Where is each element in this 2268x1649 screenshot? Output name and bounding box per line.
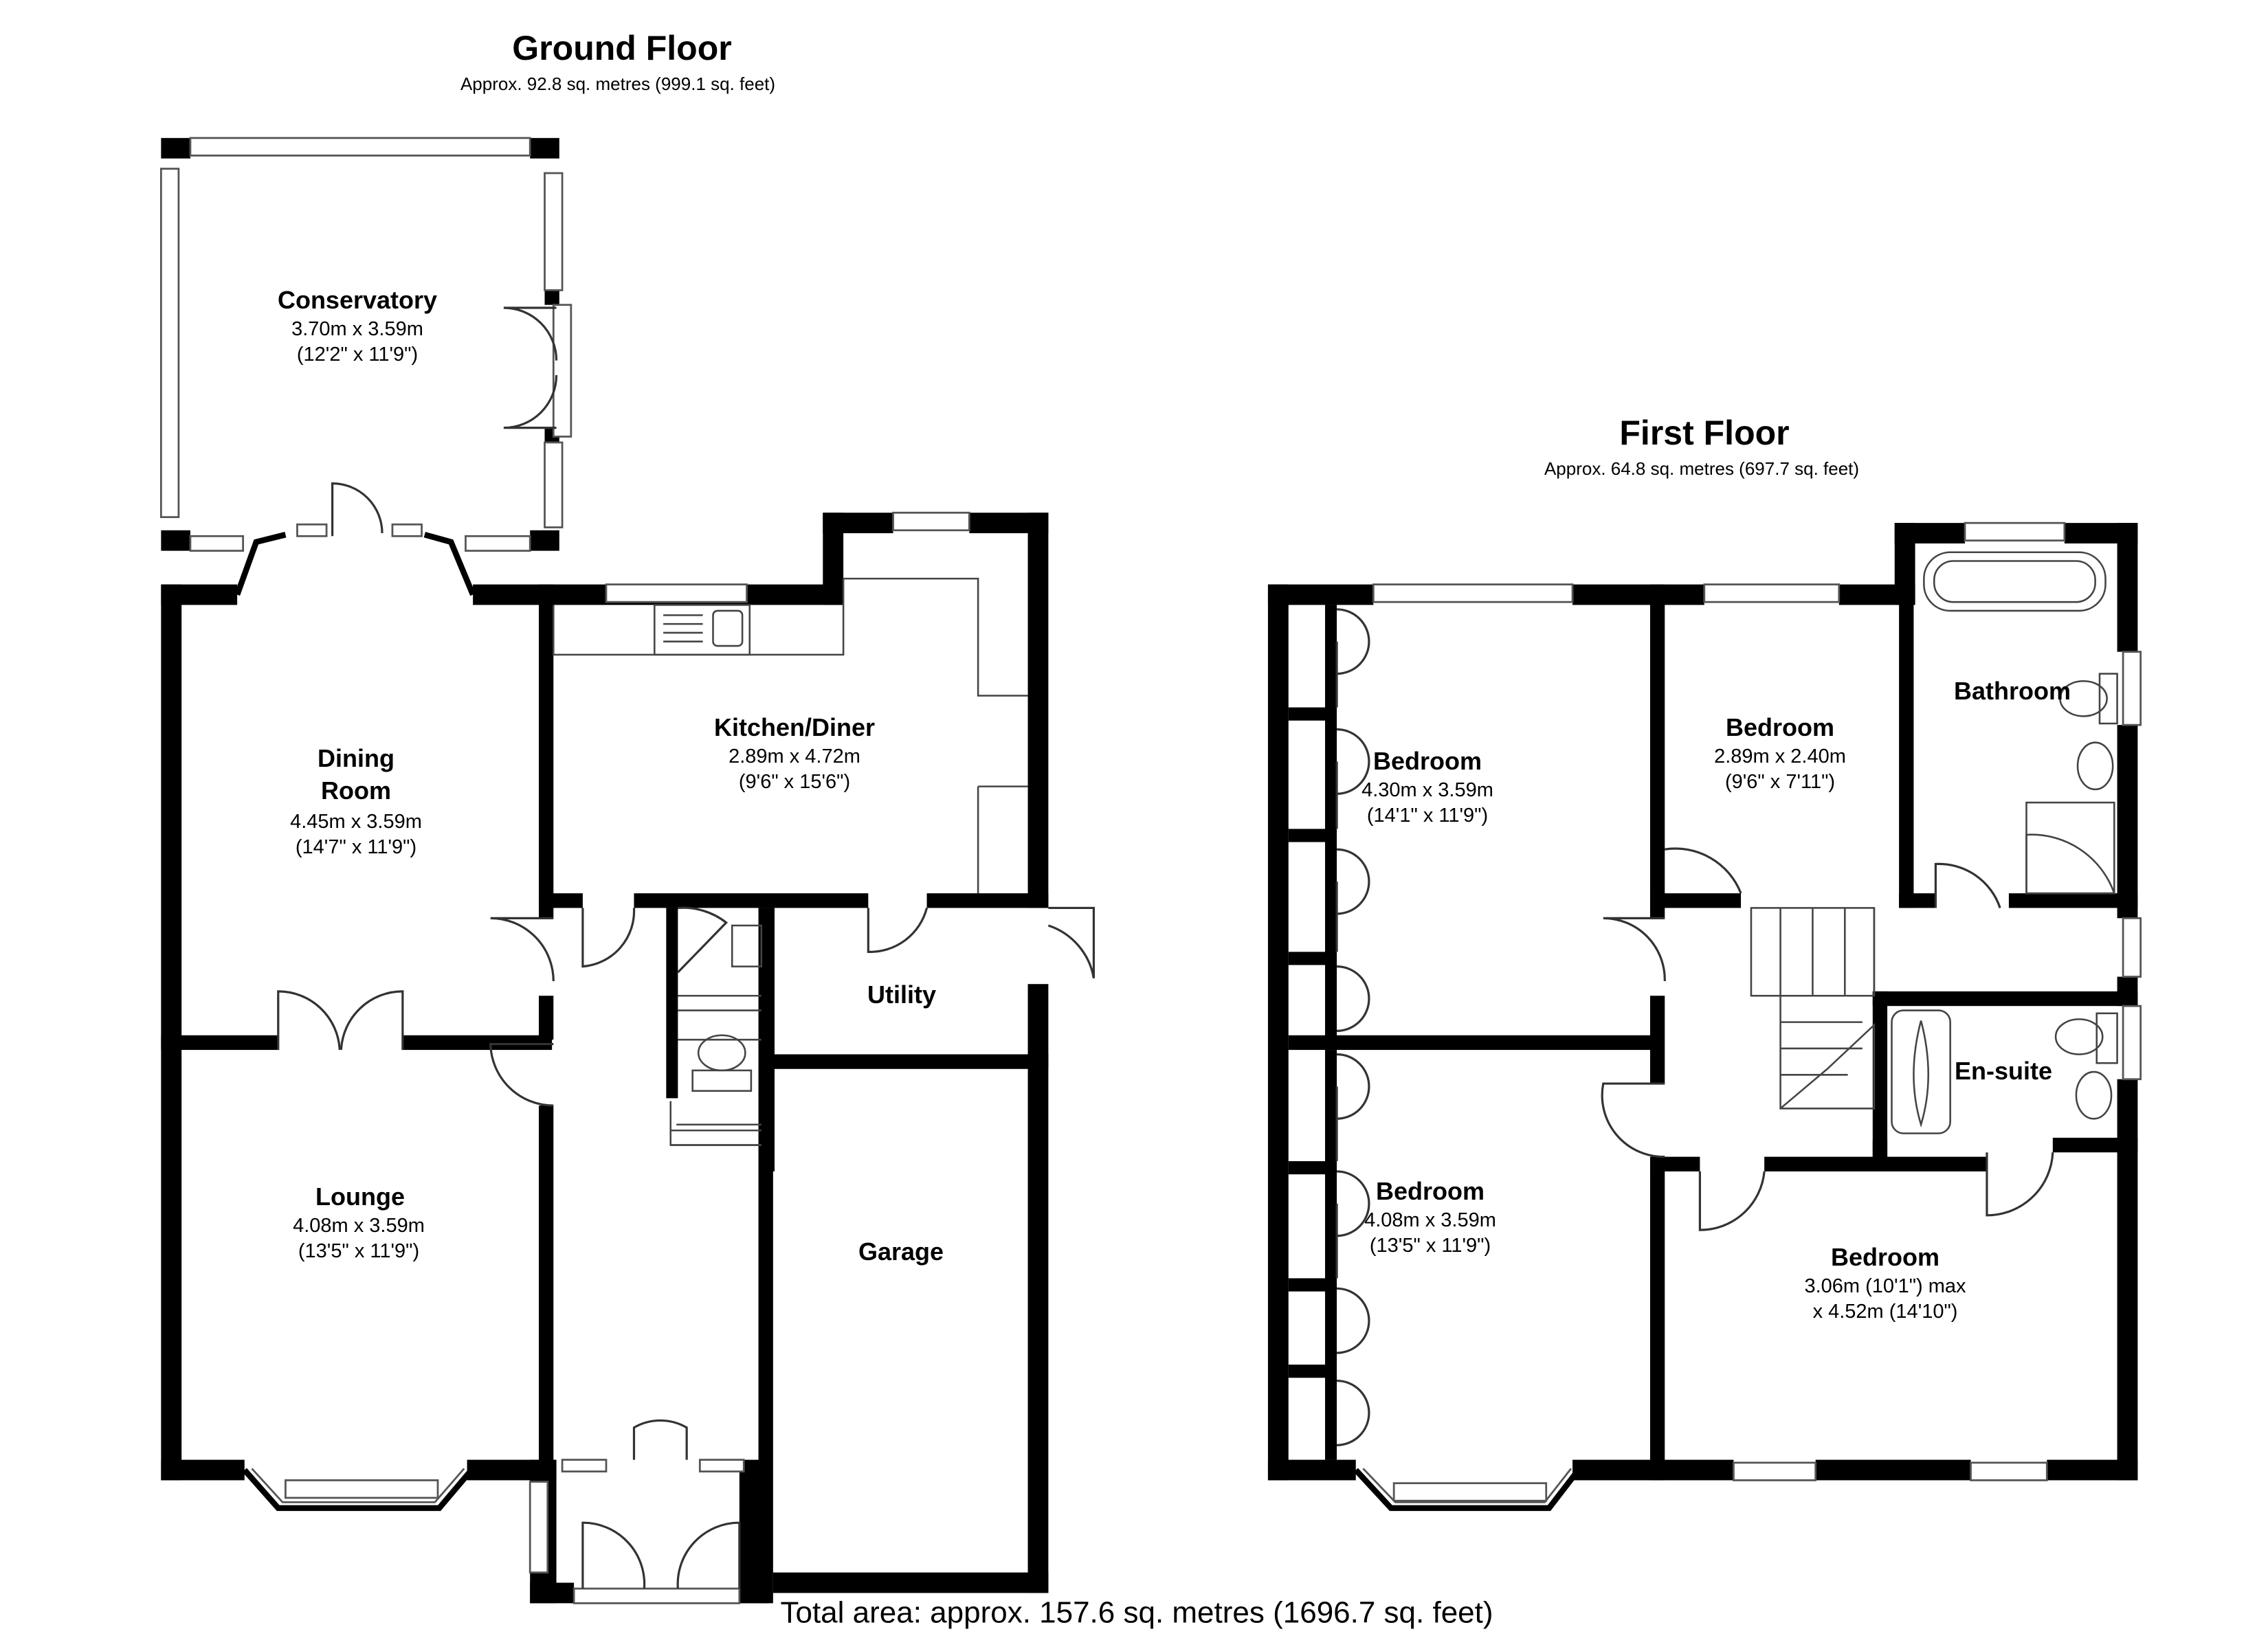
bedroom-4-dimensions-imperial: x 4.52m (14'10") bbox=[1812, 1301, 1958, 1323]
conservatory-label: Conservatory bbox=[277, 286, 438, 314]
kitchen-diner-dimensions: 2.89m x 4.72m bbox=[729, 745, 860, 767]
ground-floor-title: Ground Floor bbox=[512, 29, 732, 67]
total-area: Total area: approx. 157.6 sq. metres (16… bbox=[780, 1595, 1493, 1630]
kitchen-diner-dimensions-imperial: (9'6" x 15'6") bbox=[738, 771, 851, 793]
bedroom-4-dimensions: 3.06m (10'1") max bbox=[1804, 1275, 1966, 1297]
bedroom-1-dimensions-imperial: (14'1" x 11'9") bbox=[1366, 805, 1489, 827]
bedroom-2-dimensions: 2.89m x 2.40m bbox=[1714, 745, 1846, 767]
garage-label: Garage bbox=[858, 1237, 944, 1266]
lounge-dimensions-imperial: (13'5" x 11'9") bbox=[298, 1240, 420, 1262]
doors bbox=[277, 306, 2054, 1589]
conservatory-dimensions-imperial: (12'2" x 11'9") bbox=[296, 344, 419, 366]
first-floor-area: Approx. 64.8 sq. metres (697.7 sq. feet) bbox=[1544, 458, 1860, 479]
bedroom-2-label: Bedroom bbox=[1725, 713, 1835, 741]
fixtures bbox=[553, 551, 2118, 1146]
first-floor-title: First Floor bbox=[1619, 414, 1790, 452]
bay-window-panes bbox=[251, 1468, 1572, 1503]
utility-label: Utility bbox=[867, 980, 937, 1009]
lounge-label: Lounge bbox=[315, 1182, 405, 1211]
windows bbox=[159, 137, 2142, 1604]
bedroom-1-dimensions: 4.30m x 3.59m bbox=[1361, 779, 1493, 801]
bedroom-2-dimensions-imperial: (9'6" x 7'11") bbox=[1724, 771, 1836, 793]
ground-floor-walls bbox=[161, 137, 1049, 1604]
kitchen-diner-label: Kitchen/Diner bbox=[713, 713, 876, 741]
first-floor-walls bbox=[1267, 523, 2138, 1481]
bedroom-3-label: Bedroom bbox=[1375, 1177, 1485, 1205]
bedroom-3-dimensions: 4.08m x 3.59m bbox=[1364, 1209, 1496, 1231]
conservatory-dimensions: 3.70m x 3.59m bbox=[291, 318, 423, 340]
dining-room-dimensions-imperial: (14'7" x 11'9") bbox=[295, 836, 417, 858]
lounge-dimensions: 4.08m x 3.59m bbox=[293, 1215, 425, 1237]
bedroom-4-label: Bedroom bbox=[1830, 1243, 1940, 1271]
ensuite-label: En-suite bbox=[1954, 1057, 2053, 1085]
dining-room-dimensions: 4.45m x 3.59m bbox=[290, 811, 422, 833]
dining-room-label-line1: Dining bbox=[318, 744, 394, 772]
bedroom-1-label: Bedroom bbox=[1372, 747, 1482, 775]
bedroom-3-dimensions-imperial: (13'5" x 11'9") bbox=[1369, 1235, 1491, 1257]
bathroom-label: Bathroom bbox=[1954, 677, 2071, 705]
dining-room-label-line2: Room bbox=[321, 776, 391, 805]
bay-windows bbox=[234, 532, 1581, 1512]
ground-floor-area: Approx. 92.8 sq. metres (999.1 sq. feet) bbox=[460, 74, 776, 94]
